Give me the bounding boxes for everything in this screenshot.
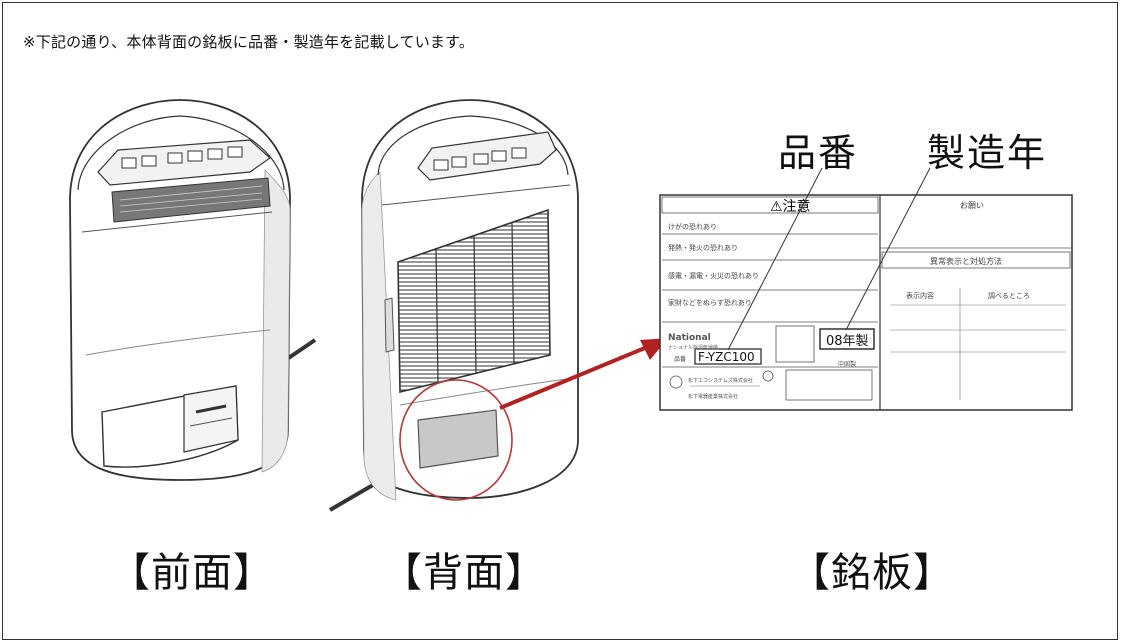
column-display: 表示内容 (906, 291, 934, 300)
origin-label: 中国製 (838, 360, 856, 368)
maker-line: 松下エコシステムズ株式会社 (688, 377, 753, 384)
callout-manufacture-year: 製造年 (927, 131, 1048, 175)
maker-line: 松下電器産業株式会社 (688, 393, 738, 400)
model-value: F-YZC100 (698, 350, 755, 364)
dehumidifier-back-illustration (328, 99, 579, 512)
request-title: お願い (960, 201, 984, 210)
callout-model-number: 品番 (778, 131, 859, 175)
model-label: 品番 (674, 356, 686, 363)
caution-row: 感電・漏電・火災の恐れあり (668, 271, 759, 280)
caption-back: 【背面】 (382, 550, 546, 596)
nameplate-diagram (659, 194, 1073, 411)
callout-leader-lines (727, 167, 931, 351)
caution-row: 家財などをぬらす恐れあり (668, 298, 752, 307)
troubleshoot-title: 異常表示と対処方法 (930, 256, 1002, 266)
dehumidifier-front-illustration (69, 99, 317, 481)
caption-front: 【前面】 (110, 550, 274, 596)
notice-text: ※下記の通り、本体背面の銘板に品番・製造年を記載しています。 (23, 33, 475, 51)
caution-row: けがの恐れあり (668, 222, 717, 231)
product-name: ナショナル除湿乾燥機 (668, 344, 718, 351)
caution-row: 発熱・発火の恐れあり (668, 243, 738, 252)
caption-nameplate: 【銘板】 (790, 550, 954, 596)
caution-title: ⚠注意 (770, 198, 811, 215)
year-value: 08年製 (826, 334, 869, 349)
brand-name: National (668, 333, 711, 343)
column-check: 調べるところ (988, 291, 1030, 300)
